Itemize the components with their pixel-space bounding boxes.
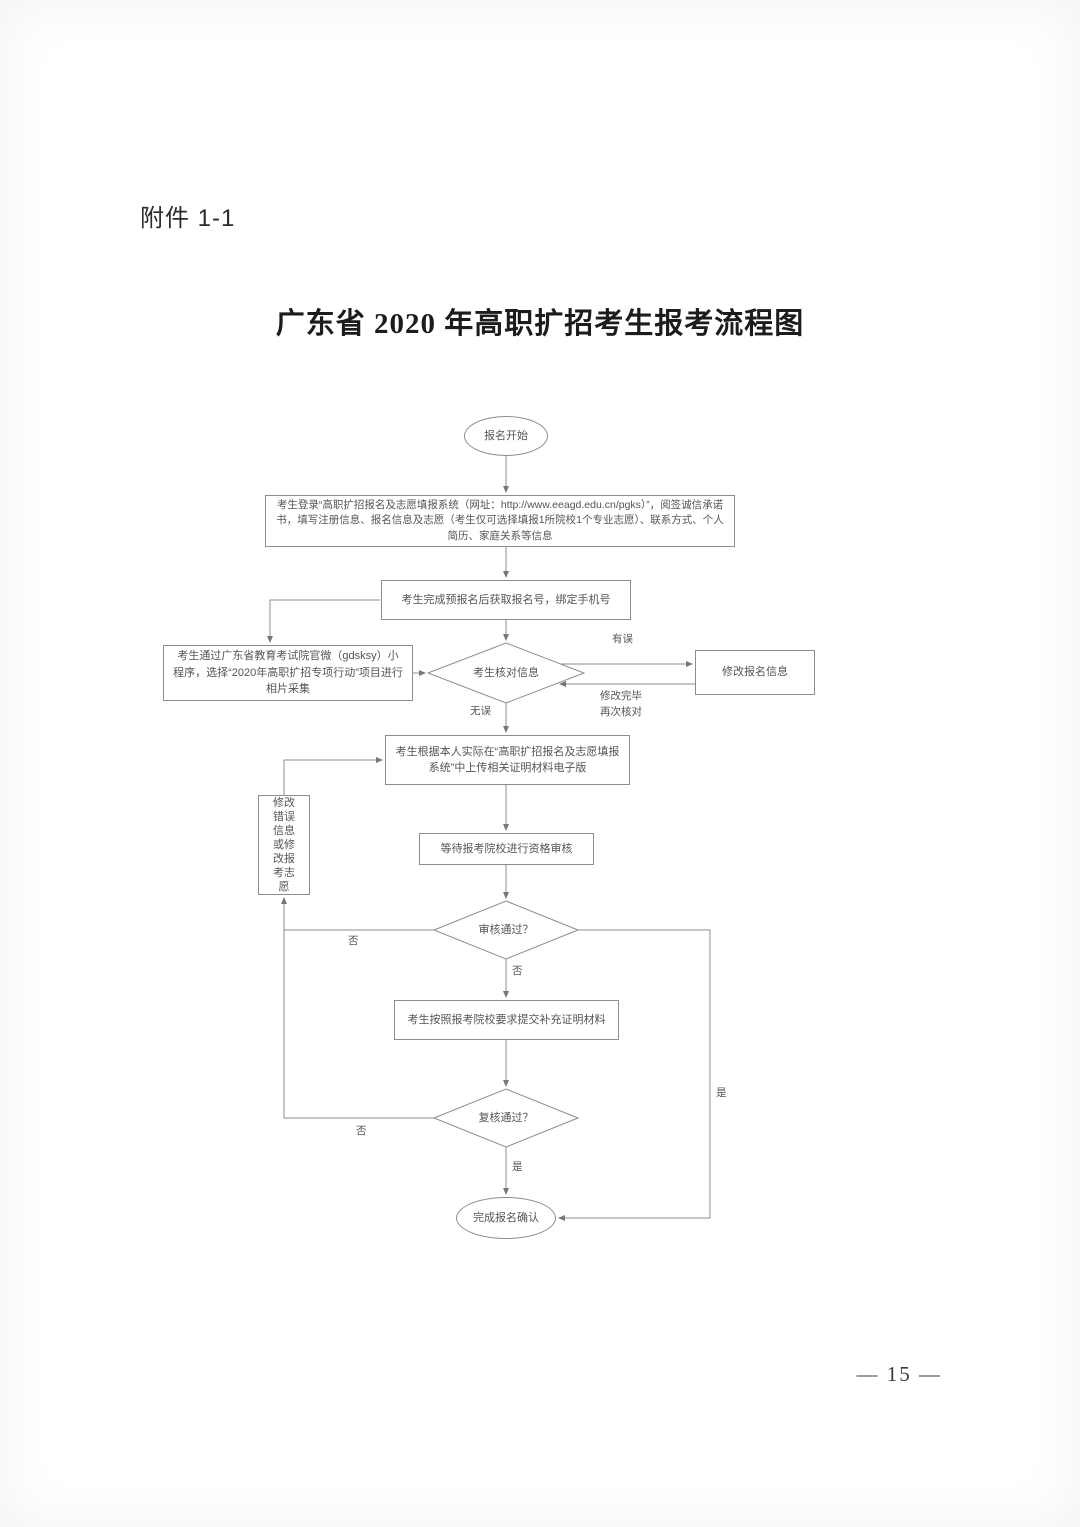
- node-start: 报名开始: [464, 416, 548, 456]
- node-fix-info: 修改错误信息或修改报考志愿: [258, 795, 310, 895]
- node-review-passed: 审核通过？: [478, 923, 534, 936]
- label-modify-done: 修改完毕: [600, 690, 642, 702]
- label-correct: 无误: [470, 705, 491, 717]
- node-supplement: 考生按照报考院校要求提交补充证明材料: [394, 1000, 619, 1040]
- label-recheck-no-left: 否: [356, 1125, 367, 1137]
- page-title: 广东省 2020 年高职扩招考生报考流程图: [275, 308, 805, 340]
- edge-fix-upload: [283, 757, 383, 795]
- label-recheck-yes-down: 是: [512, 1161, 523, 1173]
- edge-review-fix: [281, 897, 434, 931]
- attachment-label: 附件 1-1: [140, 205, 236, 232]
- node-end: 完成报名确认: [456, 1197, 556, 1239]
- label-review-no-left: 否: [348, 935, 359, 947]
- label-check-again: 再次核对: [600, 706, 642, 718]
- node-upload-materials: 考生根据本人实际在“高职扩招报名及志愿填报系统”中上传相关证明材料电子版: [385, 735, 630, 785]
- label-review-yes-right: 是: [716, 1087, 727, 1099]
- label-error: 有误: [612, 633, 633, 645]
- node-photo-collect: 考生通过广东省教育考试院官微（gdsksy）小程序，选择“2020年高职扩招专项…: [163, 645, 413, 701]
- node-wait-review: 等待报考院校进行资格审核: [419, 833, 594, 865]
- node-check-info: 考生核对信息: [473, 666, 539, 679]
- node-prereg: 考生完成预报名后获取报名号，绑定手机号: [381, 580, 631, 620]
- page-number: — 15 —: [856, 1362, 942, 1386]
- node-recheck-passed: 复核通过？: [478, 1111, 534, 1124]
- edge-review-end: [558, 929, 711, 1221]
- edge-prereg-photo: [267, 599, 380, 643]
- node-modify-info: 修改报名信息: [695, 650, 815, 695]
- label-review-no-down: 否: [512, 965, 523, 977]
- node-fix-info-text: 修改错误信息或修改报考志愿: [273, 797, 295, 893]
- node-login: 考生登录“高职扩招报名及志愿填报系统（网址：http://www.eeagd.e…: [265, 495, 735, 547]
